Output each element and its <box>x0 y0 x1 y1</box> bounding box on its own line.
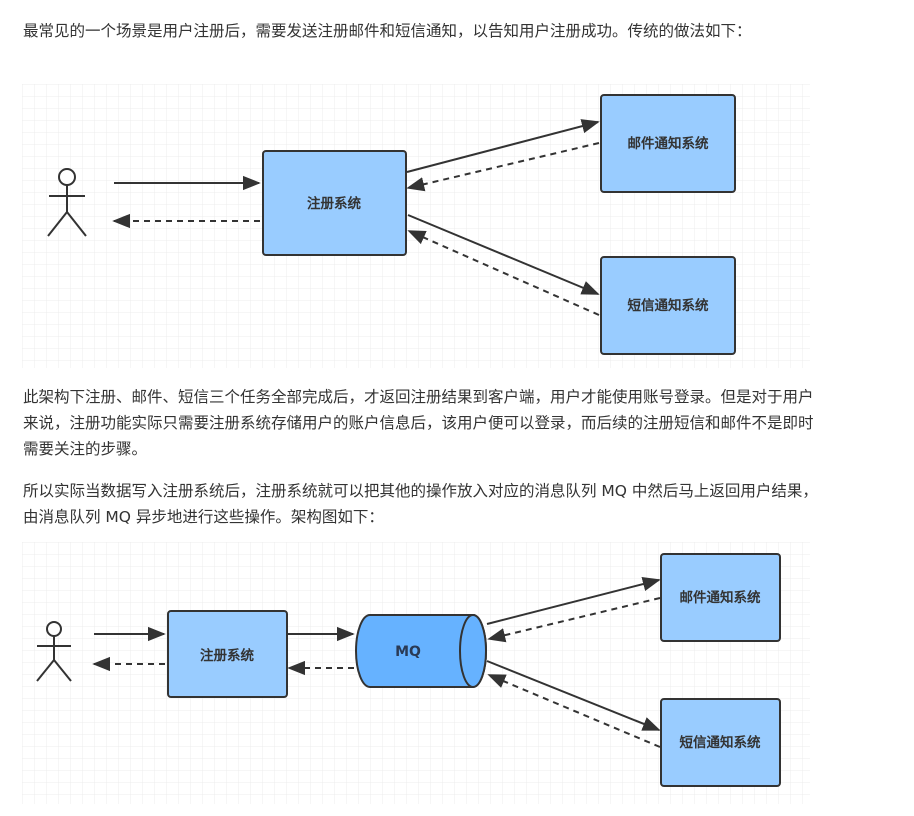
mq-to-sms-arrow <box>486 660 661 731</box>
email-system-box: 邮件通知系统 <box>600 94 736 193</box>
register-to-email-arrow <box>406 119 600 173</box>
user-icon <box>36 621 72 682</box>
traditional-architecture-diagram: 注册系统 邮件通知系统 短信通知系统 <box>22 84 810 368</box>
register-system-label: 注册系统 <box>307 195 361 212</box>
mq-queue-cylinder: MQ <box>355 614 487 688</box>
sms-system-label: 短信通知系统 <box>628 297 709 314</box>
email-to-mq-arrow <box>487 597 661 643</box>
mq-to-email-arrow <box>486 577 661 625</box>
mq-intro-paragraph: 所以实际当数据写入注册系统后，注册系统就可以把其他的操作放入对应的消息队列 MQ… <box>23 482 818 526</box>
sms-to-register-arrow <box>407 230 600 316</box>
explanation-paragraph: 此架构下注册、邮件、短信三个任务全部完成后，才返回注册结果到客户端，用户才能使用… <box>23 388 814 458</box>
user-icon <box>47 168 87 237</box>
mq-architecture-diagram: 注册系统 MQ 邮件通知系统 短信通知系统 <box>22 542 810 804</box>
sms-system-label: 短信通知系统 <box>680 734 761 751</box>
sms-system-box: 短信通知系统 <box>660 698 781 787</box>
sms-system-box: 短信通知系统 <box>600 256 736 355</box>
sms-to-mq-arrow <box>487 674 661 748</box>
register-system-box: 注册系统 <box>167 610 288 698</box>
email-system-label: 邮件通知系统 <box>680 589 761 606</box>
register-system-label: 注册系统 <box>200 647 254 664</box>
intro-paragraph: 最常见的一个场景是用户注册后，需要发送注册邮件和短信通知，以告知用户注册成功。传… <box>23 22 752 40</box>
mq-label: MQ <box>395 644 421 660</box>
register-system-box: 注册系统 <box>262 150 407 256</box>
email-system-box: 邮件通知系统 <box>660 553 781 642</box>
email-system-label: 邮件通知系统 <box>628 135 709 152</box>
register-to-sms-arrow <box>407 214 600 295</box>
